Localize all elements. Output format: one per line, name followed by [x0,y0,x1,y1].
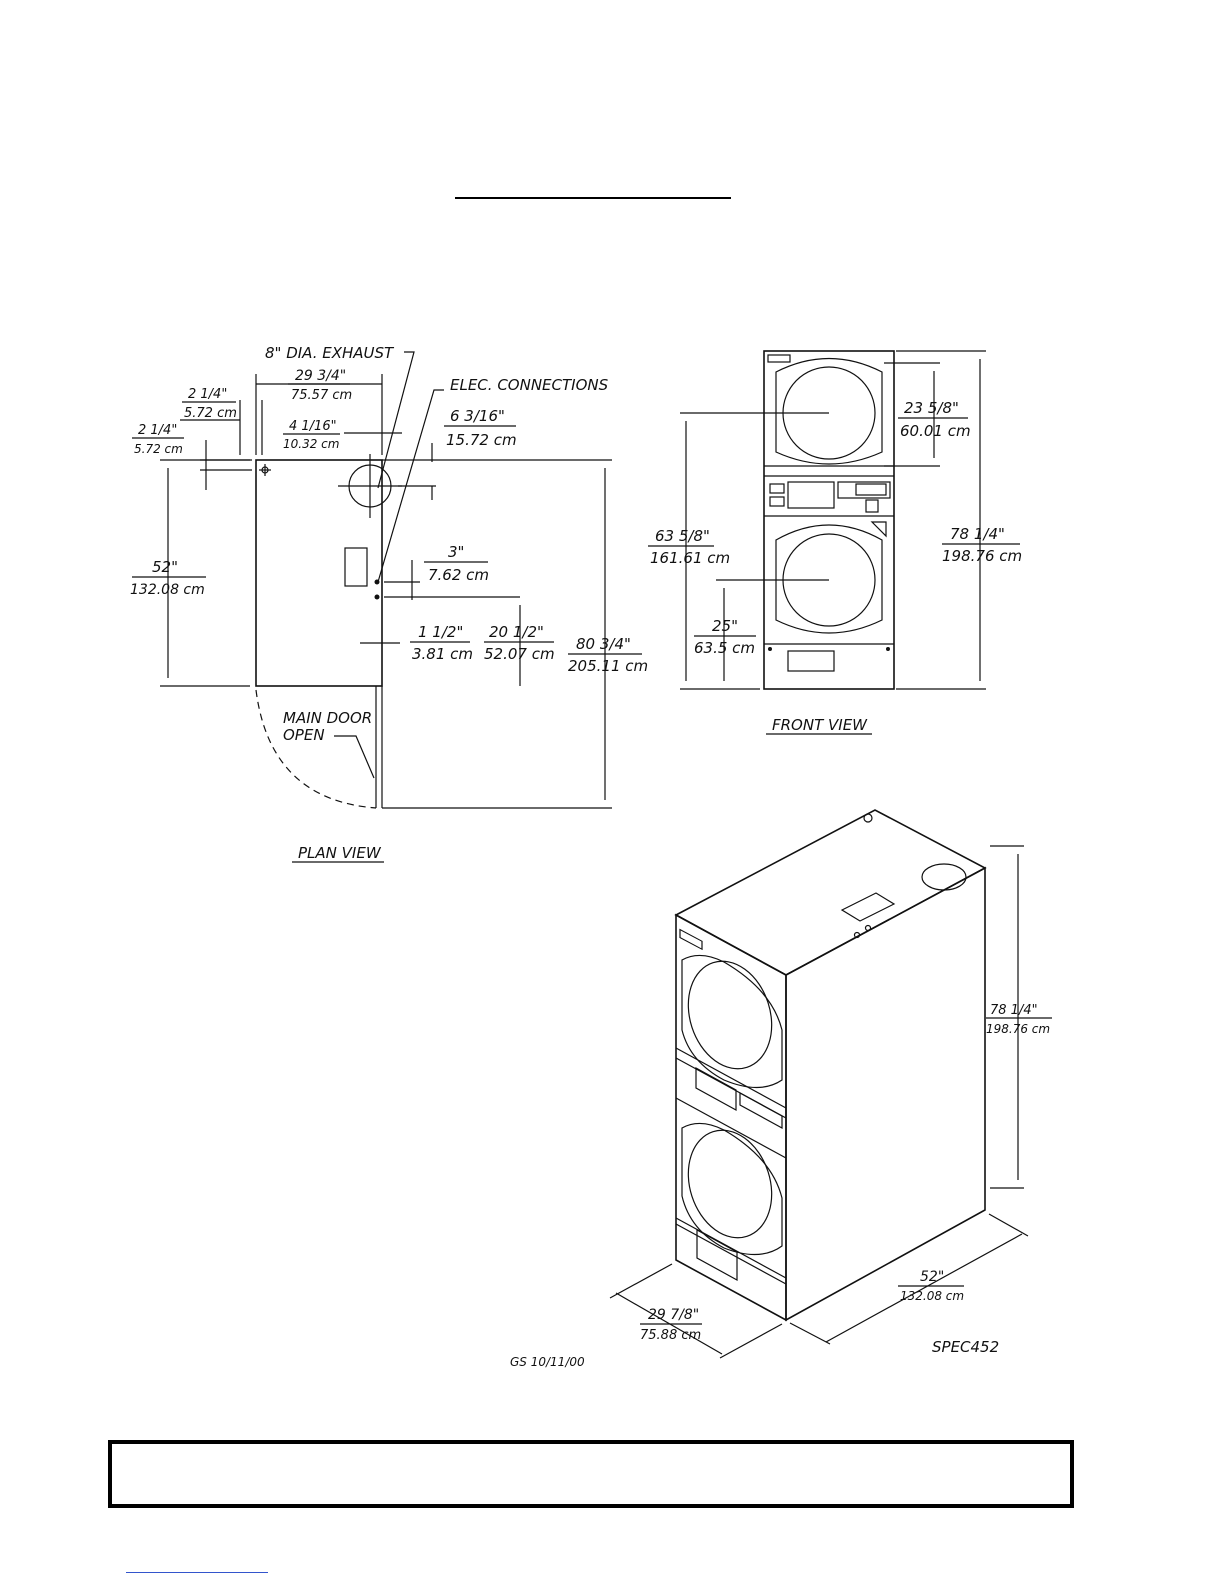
dim-left-offset-in: 2 1/4" [188,387,227,402]
iso-dim-height-cm: 198.76 cm [986,1022,1050,1036]
dim-depth-cm: 132.08 cm [130,582,205,598]
plan-door-swing-arc [255,689,377,809]
dim-upper-center-cm: 161.61 cm [650,549,730,567]
front-cabinet-outline [763,350,895,690]
dim-left-offset-cm: 5.72 cm [184,406,237,421]
exhaust-label: 8" DIA. EXHAUST [265,344,395,362]
dim-door-cm: 60.01 cm [900,422,971,440]
dim-elec-bottom-in: 20 1/2" [489,623,544,641]
plan-cabinet-outline [255,459,383,687]
control-display [787,481,835,509]
plan-view-title: PLAN VIEW [298,844,382,862]
dim-top-offset-cm: 5.72 cm [134,442,183,456]
main-door-label: MAIN DOOR [283,709,372,727]
door-open-label: OPEN [283,726,325,744]
dim-lower-center-in: 25" [712,617,738,635]
front-view-title: FRONT VIEW [772,716,868,734]
front-view: FRONT VIEW 23 5/8" 60.01 cm 63 5/8" 161.… [648,350,1022,735]
dim-door-depth-cm: 205.11 cm [568,657,648,675]
iso-front-face [675,913,787,1322]
dim-lower-center-cm: 63.5 cm [694,639,755,657]
dim-elec-side-cm: 3.81 cm [412,645,473,663]
drawn-by-date: GS 10/11/00 [510,1355,585,1369]
dim-exhaust-in: 4 1/16" [289,419,337,434]
dim-exhaust-cm: 10.32 cm [283,437,339,451]
dim-door-in: 23 5/8" [904,399,959,417]
iso-dim-depth-cm: 132.08 cm [900,1289,964,1303]
dim-depth-in: 52" [152,558,178,576]
dim-height-in: 78 1/4" [950,525,1005,543]
iso-dim-height-in: 78 1/4" [990,1003,1038,1018]
lint-drawer [787,650,835,672]
dim-width-in: 29 3/4" [295,368,346,384]
dim-door-depth-in: 80 3/4" [576,635,631,653]
dim-elec-bottom-cm: 52.07 cm [484,645,555,663]
iso-view: 78 1/4" 198.76 cm 52" 132.08 cm 29 7/8" … [609,809,1052,1359]
iso-dim-width-cm: 75.88 cm [640,1328,701,1343]
dim-upper-center-in: 63 5/8" [655,527,710,545]
iso-side-face [785,866,986,1322]
iso-dim-depth-in: 52" [920,1269,944,1285]
footer-link-underline[interactable] [126,1572,268,1573]
dim-elec-gap-in: 3" [448,543,464,561]
dim-height-cm: 198.76 cm [942,547,1022,565]
iso-dim-width-in: 29 7/8" [648,1307,699,1323]
dim-top-offset-in: 2 1/4" [138,423,177,438]
elec-connections-label: ELEC. CONNECTIONS [450,376,609,394]
title-underline [455,197,731,199]
dim-elec-gap-cm: 7.62 cm [428,566,489,584]
plan-control-box [344,547,368,587]
plan-view: PLAN VIEW 8" DIA. EXHAUST ELEC. CONNECTI… [130,344,648,863]
dim-width-cm: 75.57 cm [291,388,352,403]
dim-elec-top-cm: 15.72 cm [446,431,517,449]
dim-elec-top-in: 6 3/16" [450,407,505,425]
iso-lower-door [687,1129,773,1239]
spec-code: SPEC452 [932,1338,999,1356]
dim-elec-side-in: 1 1/2" [418,623,463,641]
iso-upper-door [687,960,773,1070]
iso-exhaust [921,863,967,891]
notes-box [108,1440,1074,1508]
